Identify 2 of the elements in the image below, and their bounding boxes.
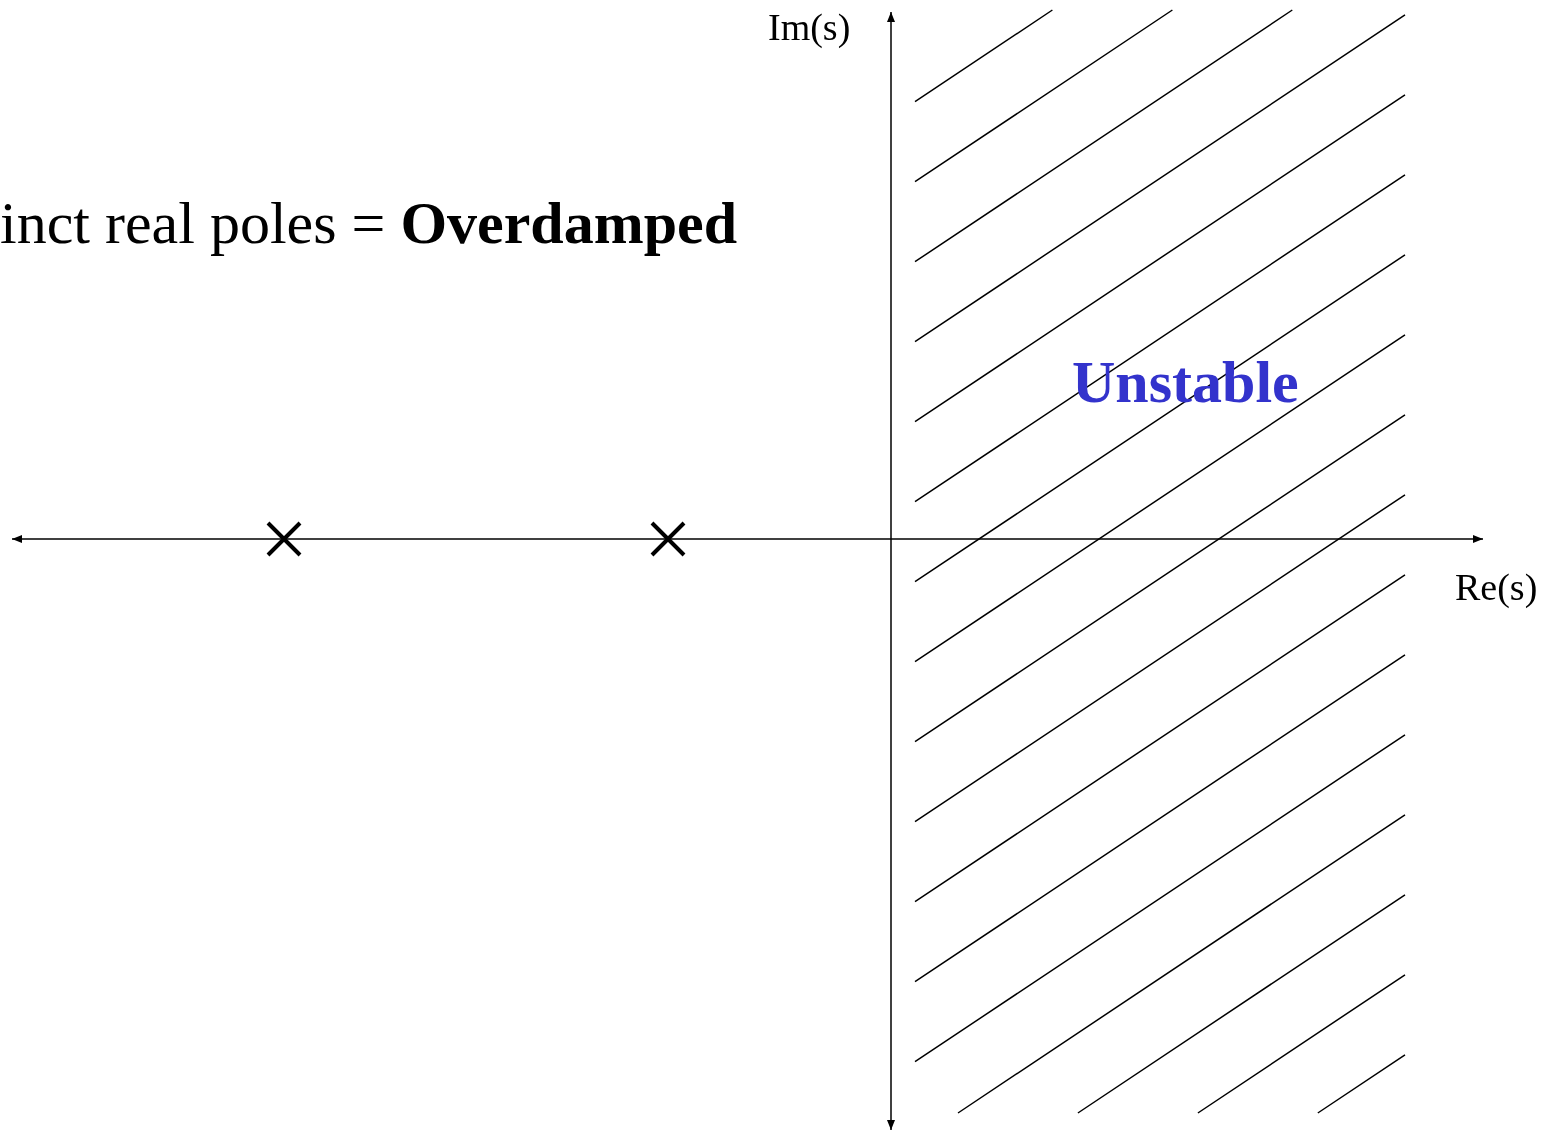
axis-label: Im(s) xyxy=(768,8,851,46)
axis-label: Re(s) xyxy=(1455,568,1538,606)
